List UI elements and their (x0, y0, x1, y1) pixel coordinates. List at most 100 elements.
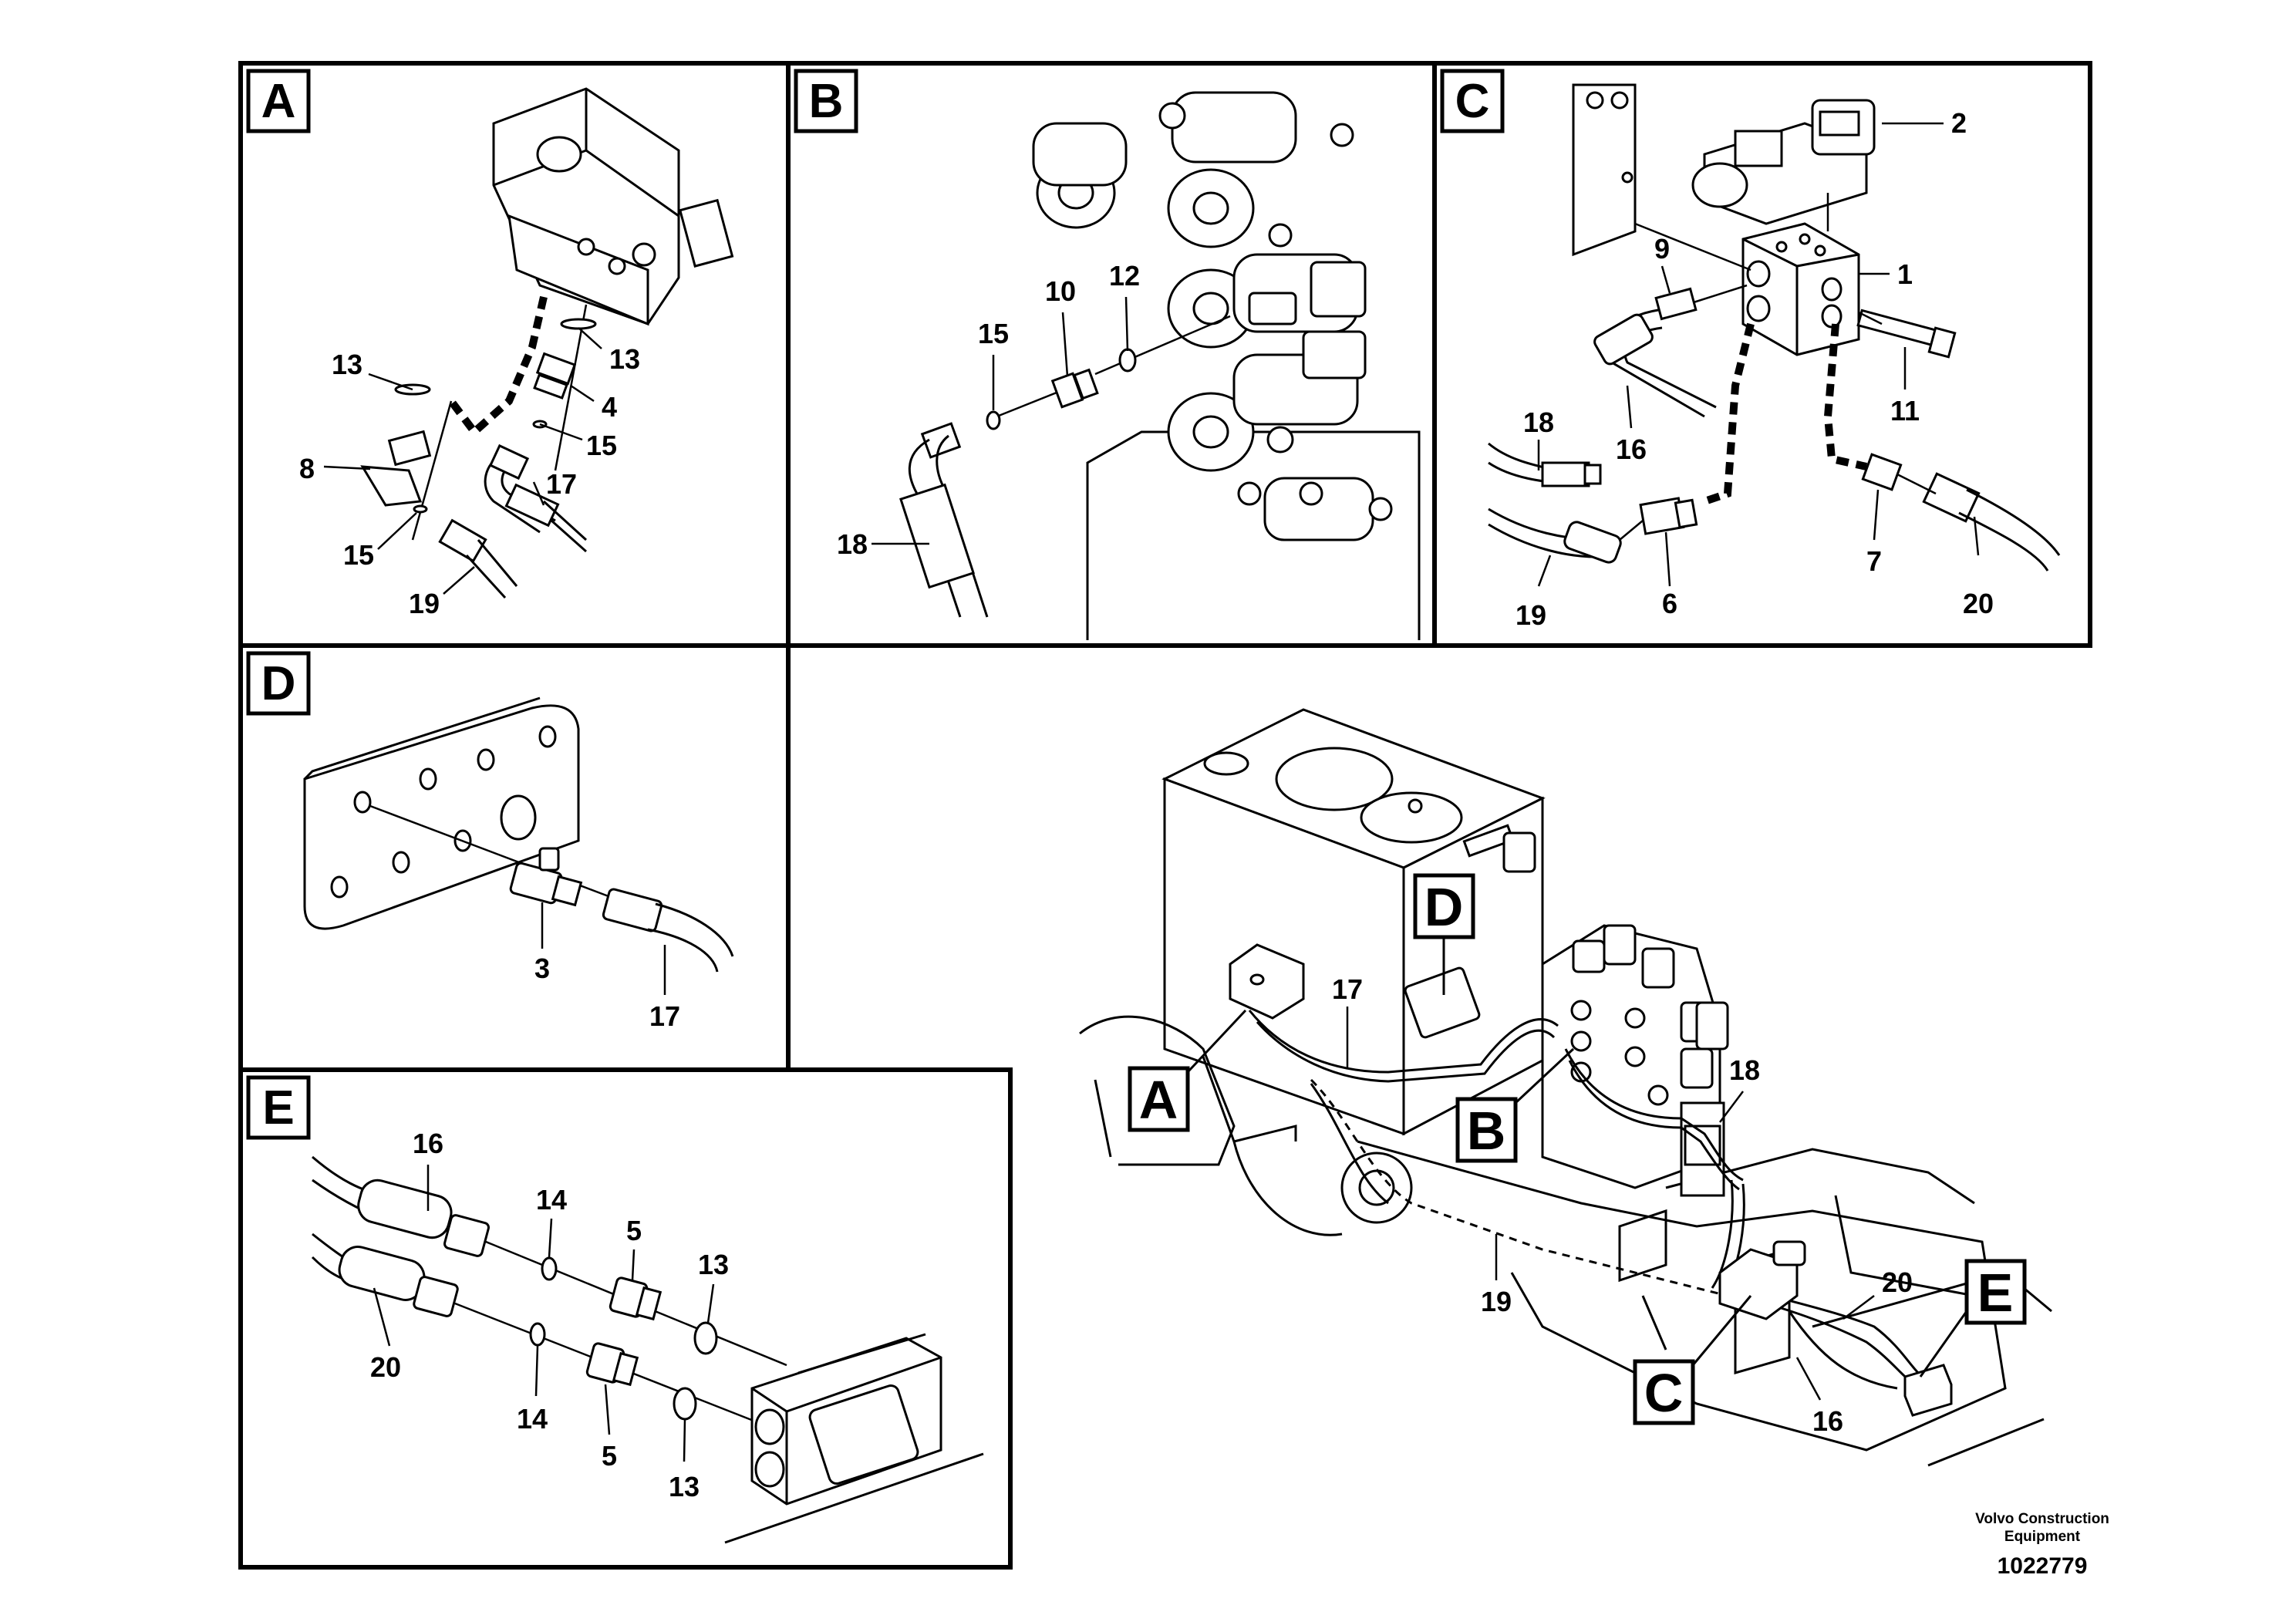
tee-fitting-3 (509, 847, 583, 907)
solenoid-valve-2 (1691, 99, 1876, 225)
label-e-16: 16 (413, 1128, 443, 1159)
label-b-15: 15 (978, 318, 1009, 349)
main-control-valve (1541, 924, 1729, 1197)
label-e-13-upper: 13 (698, 1249, 729, 1280)
label-b-18: 18 (837, 528, 868, 560)
label-c-20: 20 (1963, 588, 1994, 619)
panel-a: A (246, 69, 734, 619)
label-a-13-right: 13 (609, 343, 640, 375)
valve-block-1 (1741, 222, 1860, 356)
callout-e-letter: E (1977, 1263, 2014, 1323)
callout-b-letter: B (1467, 1101, 1506, 1161)
mounting-plate-c (1572, 83, 1637, 257)
o-ring-14-lower (529, 1322, 546, 1347)
label-a-15-left: 15 (343, 539, 374, 571)
label-c-9: 9 (1654, 233, 1670, 265)
valve-a-overview (1229, 943, 1305, 1020)
o-ring-12 (1118, 348, 1137, 373)
company-name-line1: Volvo Construction (1975, 1511, 2109, 1527)
label-c-2: 2 (1951, 107, 1967, 139)
overview-label-17: 17 (1332, 973, 1363, 1005)
panel-b-letter: B (809, 75, 844, 128)
panel-b: B (794, 69, 1421, 640)
overview-label-20: 20 (1882, 1266, 1913, 1298)
hose-17 (484, 443, 588, 553)
label-c-1: 1 (1897, 258, 1913, 290)
o-ring-15b (986, 410, 1001, 430)
footer-block: Volvo Construction Equipment 1022779 (1975, 1511, 2109, 1579)
panel-d: D 3 17 (246, 651, 734, 1032)
label-e-5-lower: 5 (602, 1440, 617, 1472)
panel-frames (238, 61, 2092, 1570)
panel-c: C (1440, 69, 2061, 631)
panel-b-tag (794, 69, 858, 133)
hose-16-e (312, 1155, 490, 1257)
hose-19 (438, 518, 518, 599)
label-d-3: 3 (534, 953, 550, 984)
tee-6 (1639, 497, 1698, 535)
panel-a-letter: A (261, 75, 296, 128)
label-d-17: 17 (649, 1000, 680, 1032)
hose-20-c (1922, 472, 2061, 572)
panel-e-letter: E (262, 1081, 294, 1135)
label-b-10: 10 (1045, 275, 1076, 307)
label-e-5-upper: 5 (626, 1215, 642, 1246)
label-e-14-upper: 14 (536, 1184, 567, 1216)
adapter-9 (1654, 287, 1698, 321)
label-a-13-left: 13 (332, 349, 362, 380)
overview-label-19: 19 (1481, 1286, 1512, 1317)
label-c-6: 6 (1662, 588, 1677, 619)
panel-c-tag (1440, 69, 1505, 133)
panel-a-tag (246, 69, 311, 133)
bolt-11 (1856, 309, 1957, 359)
overview-machine: A B C D E 17 18 19 20 16 (1079, 708, 2052, 1467)
manifold-plate-d (303, 696, 580, 930)
panel-d-tag (246, 651, 311, 716)
hose-16-c (1593, 309, 1717, 418)
callout-b (1455, 1097, 1518, 1163)
drawing-number: 1022779 (1998, 1553, 2088, 1579)
adapter-4 (533, 352, 577, 400)
label-a-17: 17 (546, 468, 577, 500)
overview-label-16: 16 (1812, 1405, 1843, 1437)
valve-block-a (492, 87, 734, 326)
hose-18-c (1488, 442, 1602, 487)
label-e-20: 20 (370, 1351, 401, 1383)
label-c-18: 18 (1523, 406, 1554, 438)
callout-c (1633, 1359, 1695, 1425)
o-ring-13-upper (693, 1321, 718, 1355)
label-a-15-right: 15 (586, 430, 617, 461)
label-c-7: 7 (1866, 545, 1882, 577)
label-c-11: 11 (1890, 395, 1920, 427)
label-e-13-lower: 13 (669, 1471, 700, 1502)
label-c-16: 16 (1616, 433, 1647, 465)
o-ring-13-right (560, 318, 597, 330)
callout-a-letter: A (1139, 1070, 1178, 1130)
adapter-5-lower (585, 1342, 639, 1387)
callout-e (1964, 1259, 2027, 1325)
control-valve-b (1032, 91, 1421, 640)
block-e-overview (1903, 1364, 1953, 1417)
adapter-10 (1050, 368, 1099, 409)
callout-d-letter: D (1424, 877, 1464, 937)
valve-c-overview (1718, 1240, 1806, 1320)
o-ring-13-lower (673, 1387, 697, 1421)
panel-e: E (246, 1075, 984, 1544)
callout-a (1128, 1066, 1190, 1132)
overview-label-18: 18 (1729, 1054, 1760, 1086)
port-block-e (724, 1333, 984, 1544)
label-e-14-lower: 14 (517, 1403, 548, 1435)
panel-c-letter: C (1455, 75, 1490, 128)
callout-c-letter: C (1644, 1363, 1684, 1423)
label-a-4: 4 (602, 391, 617, 423)
panel-d-letter: D (261, 657, 296, 710)
label-a-19: 19 (409, 588, 440, 619)
company-name-line2: Equipment (2004, 1529, 2081, 1545)
adapter-5-upper (609, 1276, 663, 1321)
label-b-12: 12 (1109, 260, 1140, 292)
label-a-8: 8 (299, 453, 315, 484)
hose-17-d (602, 888, 734, 973)
adapter-7 (1861, 453, 1903, 491)
hose-18b (899, 422, 989, 618)
